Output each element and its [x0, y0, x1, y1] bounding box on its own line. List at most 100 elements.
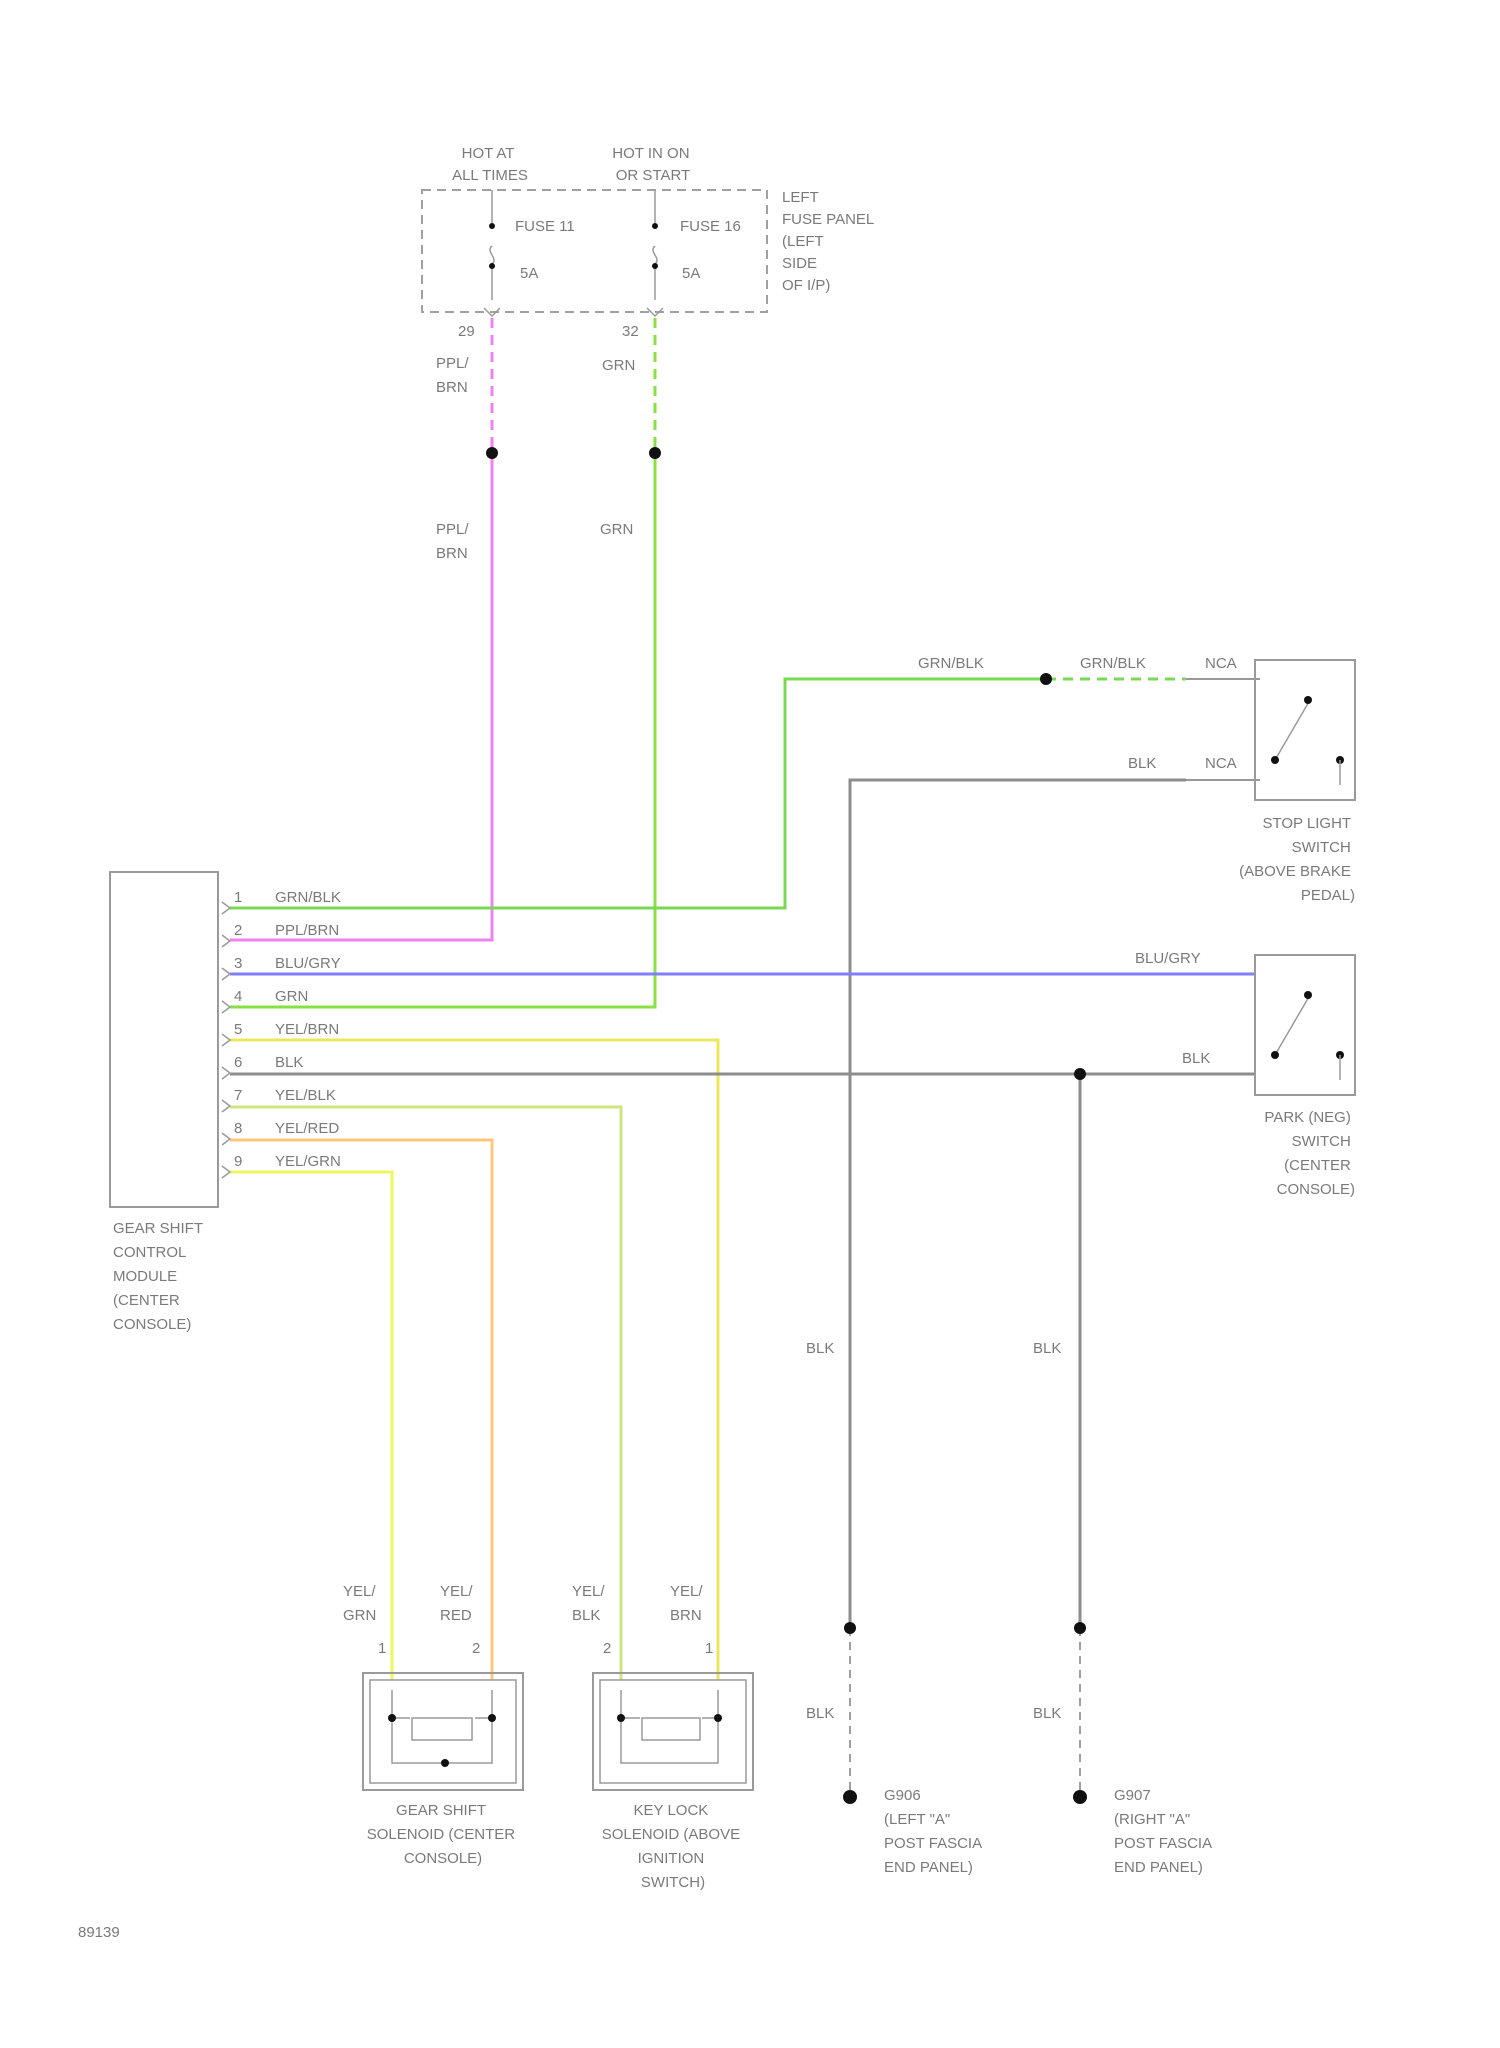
module-pin-label: YEL/BLK [275, 1087, 336, 1104]
ground-g906-name: G906 (LEFT "A" POST FASCIA END PANEL) [884, 1787, 985, 1876]
module-pin-number: 9 [234, 1153, 242, 1170]
park-switch-contact-2 [1271, 1051, 1279, 1059]
key-lock-solenoid: 2 1 KEY LOCK SOLENOID (ABOVE IGNITION SW… [593, 1640, 753, 1891]
splice-grn [649, 447, 661, 459]
module-pin-label: BLK [275, 1054, 303, 1071]
module-pin-number: 6 [234, 1054, 242, 1071]
label-blk-stop: BLK [1128, 755, 1156, 772]
label-blk-g2: BLK [1033, 1340, 1061, 1357]
label-blk-g1: BLK [806, 1340, 834, 1357]
module-pin-label: GRN [275, 988, 308, 1005]
fuse-pin-32: 32 [622, 323, 639, 340]
key-solenoid-pin-2: 2 [603, 1640, 611, 1657]
fuse-11-label: FUSE 11 [515, 218, 575, 235]
gear-solenoid-body [363, 1673, 523, 1790]
stop-switch-contact-1 [1304, 696, 1312, 704]
label-grn-mid: GRN [600, 521, 633, 538]
module-pin-label: GRN/BLK [275, 889, 341, 906]
module-pin-connector [222, 1001, 230, 1013]
label-blk-g1-low: BLK [806, 1705, 834, 1722]
stop-switch-contact-2 [1271, 756, 1279, 764]
gear-solenoid-dot-3 [441, 1759, 449, 1767]
label-nca-top: NCA [1205, 655, 1237, 672]
ground-g907-symbol [1073, 1790, 1087, 1804]
module-pin-label: YEL/BRN [275, 1021, 339, 1038]
key-solenoid-coil-box [642, 1718, 700, 1740]
fuse-pin-29: 29 [458, 323, 475, 340]
label-grn-top: GRN [602, 357, 635, 374]
module-pin-number: 4 [234, 988, 242, 1005]
hot-at-all-times-label: HOT AT ALL TIMES [452, 145, 528, 184]
label-nca-bottom: NCA [1205, 755, 1237, 772]
stop-light-switch: STOP LIGHT SWITCH (ABOVE BRAKE PEDAL) [1239, 660, 1355, 904]
figure-id: 89139 [78, 1924, 120, 1941]
key-solenoid-name: KEY LOCK SOLENOID (ABOVE IGNITION SWITCH… [602, 1802, 745, 1891]
fuse-16-terminal-bottom [652, 263, 658, 269]
ground-g907-name: G907 (RIGHT "A" POST FASCIA END PANEL) [1114, 1787, 1215, 1876]
gear-solenoid-dot-1 [388, 1714, 396, 1722]
park-neg-switch: PARK (NEG) SWITCH (CENTER CONSOLE) [1255, 955, 1355, 1198]
label-sol2-yel-blk: YEL/BLK [572, 1583, 605, 1624]
park-switch-contact-1 [1304, 991, 1312, 999]
ground-g906-symbol [843, 1790, 857, 1804]
module-pin-connector [222, 1100, 230, 1112]
label-grn-blk-b: GRN/BLK [1080, 655, 1146, 672]
splice-grn-blk [1040, 673, 1052, 685]
gear-solenoid-name: GEAR SHIFT SOLENOID (CENTER CONSOLE) [367, 1802, 520, 1867]
label-sol2-yel-brn: YEL/BRN [670, 1583, 703, 1624]
fuse-11-amp: 5A [520, 265, 538, 282]
module-pin-list: 1GRN/BLK2PPL/BRN3BLU/GRY4GRN5YEL/BRN6BLK… [222, 889, 341, 1178]
module-pin-number: 7 [234, 1087, 242, 1104]
module-body [110, 872, 218, 1207]
fuse-16-amp: 5A [682, 265, 700, 282]
wire-yel-grn [230, 1172, 392, 1680]
splice-ppl-brn [486, 447, 498, 459]
fuse-panel-location: LEFT FUSE PANEL (LEFT SIDE OF I/P) [782, 189, 878, 294]
gear-shift-solenoid: 1 2 GEAR SHIFT SOLENOID (CENTER CONSOLE) [363, 1640, 523, 1867]
gear-solenoid-coil [392, 1690, 492, 1763]
wire-yel-blk [230, 1107, 621, 1680]
module-name: GEAR SHIFT CONTROL MODULE (CENTER CONSOL… [113, 1220, 207, 1333]
key-solenoid-dot-2 [714, 1714, 722, 1722]
label-grn-blk-a: GRN/BLK [918, 655, 984, 672]
fuse-11-element [490, 190, 494, 300]
module-pin-number: 8 [234, 1120, 242, 1137]
label-sol1-yel-red: YEL/RED [440, 1583, 473, 1624]
gear-solenoid-dot-2 [488, 1714, 496, 1722]
fuse-11-terminal-bottom [489, 263, 495, 269]
key-solenoid-inner [600, 1680, 746, 1783]
gear-solenoid-pin-2: 2 [472, 1640, 480, 1657]
module-pin-number: 5 [234, 1021, 242, 1038]
fuse-11-terminal-top [489, 223, 495, 229]
key-solenoid-dot-1 [617, 1714, 625, 1722]
module-pin-label: PPL/BRN [275, 922, 339, 939]
park-switch-lever [1275, 995, 1310, 1055]
wire-blk-stop-ground [850, 780, 1186, 1628]
park-switch-name: PARK (NEG) SWITCH (CENTER CONSOLE) [1264, 1109, 1355, 1198]
label-blu-gry: BLU/GRY [1135, 950, 1201, 967]
fuse-16-element [653, 190, 657, 300]
fuse-16-label: FUSE 16 [680, 218, 741, 235]
module-pin-connector [222, 1166, 230, 1178]
key-solenoid-pin-1: 1 [705, 1640, 713, 1657]
fuse-panel: HOT AT ALL TIMES HOT IN ON OR START FUSE… [422, 145, 878, 340]
label-ppl-brn-top: PPL/BRN [436, 355, 469, 396]
stop-switch-name: STOP LIGHT SWITCH (ABOVE BRAKE PEDAL) [1239, 815, 1355, 904]
hot-in-on-label: HOT IN ON OR START [612, 145, 693, 184]
splice-blk-g907 [1074, 1622, 1086, 1634]
module-pin-number: 2 [234, 922, 242, 939]
module-pin-number: 1 [234, 889, 242, 906]
label-blk-park: BLK [1182, 1050, 1210, 1067]
module-pin-number: 3 [234, 955, 242, 972]
key-solenoid-body [593, 1673, 753, 1790]
ground-g907: G907 (RIGHT "A" POST FASCIA END PANEL) [1073, 1787, 1215, 1876]
module-pin-connector [222, 968, 230, 980]
label-sol1-yel-grn: YEL/GRN [343, 1583, 376, 1624]
module-pin-connector [222, 902, 230, 914]
wires [230, 318, 1260, 1797]
module-pin-label: YEL/GRN [275, 1153, 341, 1170]
splice-blk-park [1074, 1068, 1086, 1080]
key-solenoid-coil [621, 1690, 718, 1763]
stop-switch-lever [1275, 700, 1310, 760]
